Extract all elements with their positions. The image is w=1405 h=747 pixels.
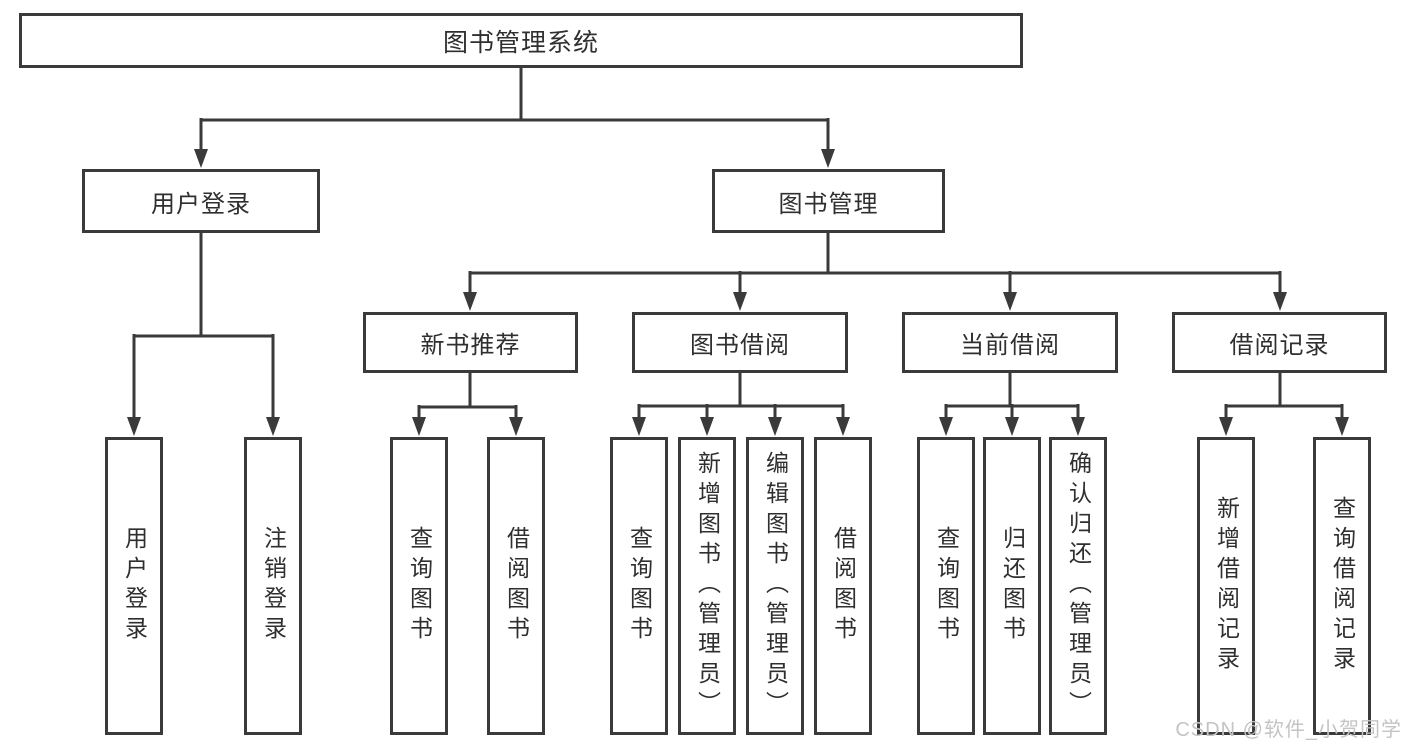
node-record-query-borrow-record: 查询借阅记录 xyxy=(1313,437,1371,735)
node-book-management: 图书管理 xyxy=(712,169,945,233)
node-borrow-add-book-admin: 新增图书（管理员） xyxy=(678,437,736,735)
arrowheads xyxy=(127,149,1349,436)
node-leaf-user-login: 用户登录 xyxy=(105,437,163,735)
node-leaf-logout: 注销登录 xyxy=(244,437,302,735)
csdn-watermark: CSDN @软件_小贺同学 xyxy=(1175,719,1402,741)
node-book-borrowing: 图书借阅 xyxy=(632,312,848,373)
node-library-management-system: 图书管理系统 xyxy=(19,13,1023,68)
node-new-book-recommendation: 新书推荐 xyxy=(363,312,578,373)
node-borrow-borrow-book: 借阅图书 xyxy=(814,437,872,735)
node-rec-query-book: 查询图书 xyxy=(390,437,448,735)
node-user-login: 用户登录 xyxy=(82,169,320,233)
node-borrow-query-book: 查询图书 xyxy=(610,437,668,735)
node-current-query-book: 查询图书 xyxy=(917,437,975,735)
node-borrow-edit-book-admin: 编辑图书（管理员） xyxy=(746,437,804,735)
node-record-add-borrow-record: 新增借阅记录 xyxy=(1197,437,1255,735)
node-rec-borrow-book: 借阅图书 xyxy=(487,437,545,735)
node-current-borrowing: 当前借阅 xyxy=(902,312,1118,373)
node-borrowing-records: 借阅记录 xyxy=(1172,312,1387,373)
node-current-return-book: 归还图书 xyxy=(983,437,1041,735)
node-current-confirm-return-admin: 确认归还（管理员） xyxy=(1049,437,1107,735)
